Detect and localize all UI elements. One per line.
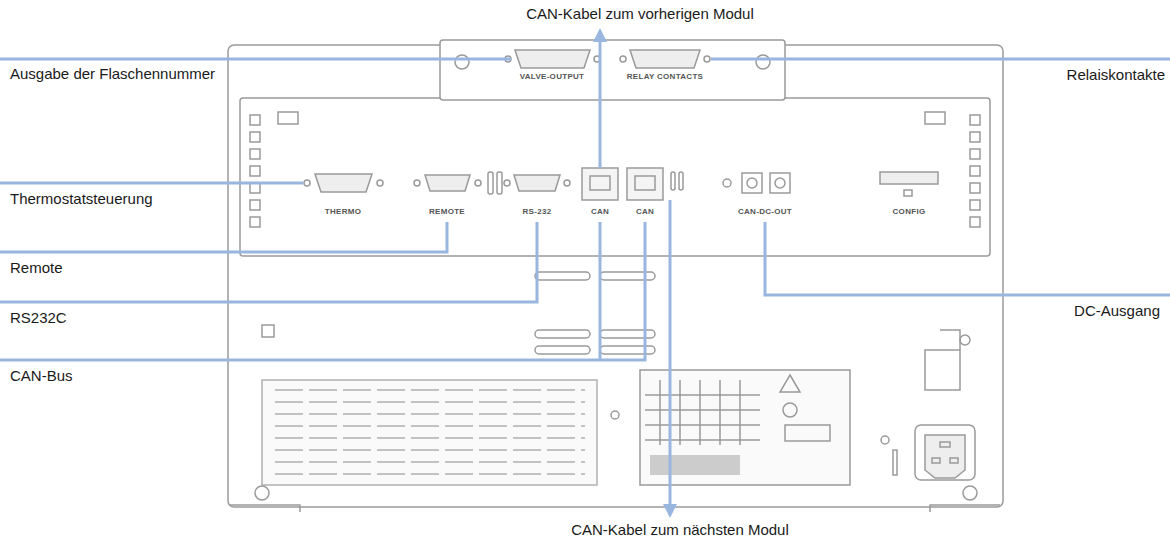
port-label: CAN <box>636 207 654 216</box>
port-label: REMOTE <box>429 207 465 216</box>
callout-label: CAN-Kabel zum nächsten Modul <box>571 521 789 539</box>
callout-label: RS232C <box>10 309 67 327</box>
port-label: CAN <box>591 207 609 216</box>
callout-label: CAN-Kabel zum vorherigen Modul <box>526 5 754 23</box>
callout-label: Relaiskontakte <box>1067 66 1165 84</box>
port-label: CONFIG <box>893 207 926 216</box>
port-label: CAN-DC-OUT <box>738 207 792 216</box>
leader-lines <box>0 40 1170 508</box>
callout-label: DC-Ausgang <box>1074 302 1160 320</box>
port-label: RS-232 <box>523 207 552 216</box>
port-label: RELAY CONTACTS <box>627 72 704 81</box>
port-label: THERMO <box>325 207 361 216</box>
callout-label: CAN-Bus <box>10 367 73 385</box>
port-label: VALVE-OUTPUT <box>520 72 585 81</box>
callout-label: Remote <box>10 259 63 277</box>
callout-label: Thermostatsteuerung <box>10 190 153 208</box>
callout-label: Ausgabe der Flaschennummer <box>10 65 215 83</box>
